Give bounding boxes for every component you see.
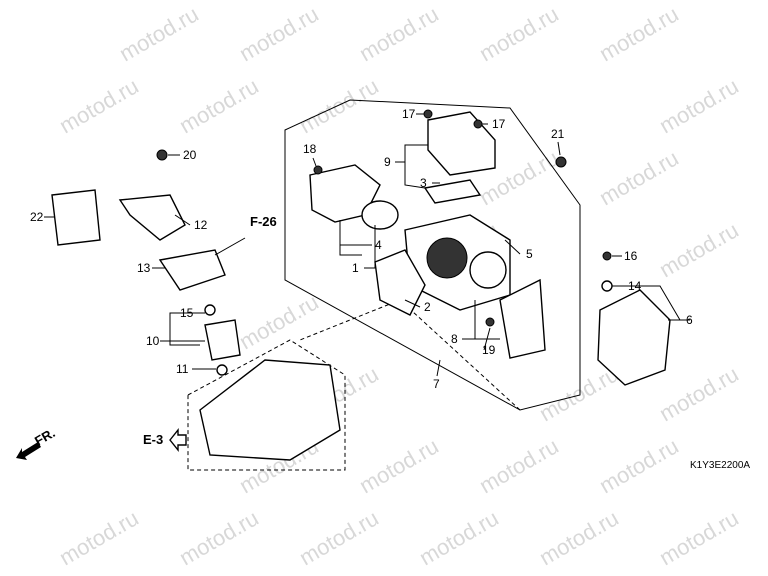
bolt-17b [473,119,483,129]
label-18: 18 [303,142,317,156]
watermark-text: motod.ru [175,505,263,570]
label-20: 20 [183,148,197,162]
part-bracket-8 [499,278,546,359]
throttle-bore [426,237,468,279]
watermark-text: motod.ru [295,505,383,570]
label-17b: 17 [492,117,506,131]
label-6: 6 [686,313,693,327]
bolt-16 [602,251,612,261]
label-19: 19 [482,343,496,357]
watermark-text: motod.ru [535,505,623,570]
label-22: 22 [30,210,44,224]
watermark-text: motod.ru [655,505,743,570]
label-7: 7 [433,377,440,391]
part-gasket-3 [423,179,482,204]
label-16: 16 [624,249,638,263]
part-intake-manifold [199,359,341,461]
leader-lines [44,113,690,377]
watermark-text: motod.ru [595,145,683,210]
bolt-21 [555,156,567,168]
washer-14 [601,280,613,292]
pipe-f26 [214,237,246,256]
bolt-20 [156,149,168,161]
watermark-text: motod.ru [295,73,383,138]
ref-f26: F-26 [250,214,277,229]
label-11: 11 [176,362,189,376]
part-cover-6 [597,289,671,386]
watermark-text: motod.ru [115,1,203,66]
label-14: 14 [628,279,642,293]
watermark-text: motod.ru [655,217,743,282]
bolt-17a [423,109,433,119]
bolt-19 [485,317,495,327]
part-injector-10 [204,319,241,361]
watermark-text: motod.ru [595,433,683,498]
ref-e3: E-3 [143,432,163,447]
label-9: 9 [384,155,391,169]
part-oring-4 [361,200,399,230]
watermark-text: motod.ru [55,505,143,570]
part-bracket-12 [118,194,186,241]
label-13: 13 [137,261,151,275]
watermark-text: motod.ru [235,1,323,66]
label-17a: 17 [402,107,416,121]
bolt-18 [313,165,323,175]
oring-15 [204,304,216,316]
diagram-code: K1Y3E2200A [690,460,750,471]
oring-11 [216,364,228,376]
arrow-e3-icon [169,428,187,452]
label-15: 15 [180,306,194,320]
watermark-text: motod.ru [415,505,503,570]
part-sensor-9 [427,111,496,176]
label-21: 21 [551,127,565,141]
label-3: 3 [420,176,427,190]
label-2: 2 [424,300,431,314]
watermark-text: motod.ru [655,73,743,138]
watermark-text: motod.ru [355,433,443,498]
watermark-text: motod.ru [475,1,563,66]
assembly-7-outline [284,99,581,411]
watermark-text: motod.ru [475,433,563,498]
label-12: 12 [194,218,208,232]
label-1: 1 [352,261,359,275]
watermark-text: motod.ru [595,1,683,66]
label-4: 4 [375,238,382,252]
label-8: 8 [451,332,458,346]
part-bracket-22 [51,189,101,246]
front-arrow-icon [16,442,41,460]
label-5: 5 [526,247,533,261]
watermark-text: motod.ru [175,73,263,138]
throttle-pulley [469,251,507,289]
watermark-text: motod.ru [235,289,323,354]
watermark-text: motod.ru [655,361,743,426]
part-gasket-2 [374,249,426,316]
label-10: 10 [146,334,160,348]
watermark-text: motod.ru [355,1,443,66]
watermark-text: motod.ru [55,73,143,138]
part-joint-13 [158,249,226,291]
